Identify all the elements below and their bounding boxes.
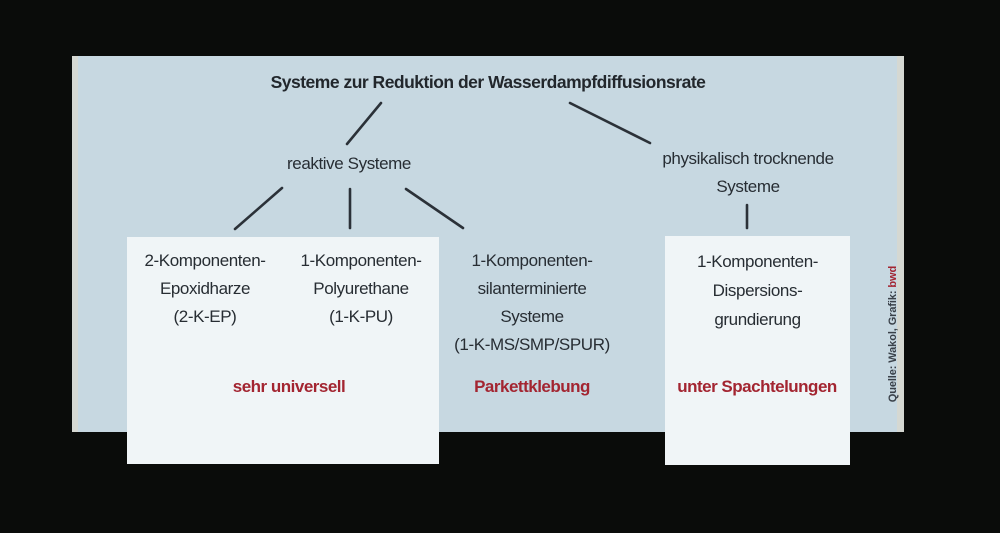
text-line: (1-K-MS/SMP/SPUR): [454, 335, 610, 354]
label-unter-spachtelungen: unter Spachtelungen: [677, 377, 837, 396]
text-line: physikalisch trocknende: [662, 149, 834, 168]
label-sehr-universell: sehr universell: [232, 377, 346, 396]
node-physikalisch-trocknende: physikalisch trocknende Systeme: [662, 145, 834, 201]
label-parkettklebung: Parkettklebung: [474, 377, 590, 396]
credit-brand: bwd: [887, 265, 899, 288]
column-epoxy-resins: 2-Komponenten- Epoxidharze (2-K-EP): [127, 247, 283, 331]
diagram-title: Systeme zur Reduktion der Wasserdampfdif…: [270, 72, 706, 92]
text-line: Polyurethane: [313, 279, 409, 298]
line-reactive-right: [404, 187, 465, 230]
credit-source-text: Quelle: Wakol, Grafik:: [887, 287, 899, 403]
text-line: 2-Komponenten-: [144, 251, 266, 270]
text-line: Systeme: [500, 307, 564, 326]
panel-left-edge: [72, 56, 78, 432]
text-line: Dispersions-: [712, 281, 803, 300]
line-title-to-physical: [568, 101, 652, 145]
text-line: Systeme: [716, 177, 780, 196]
group-silane-systems: 1-Komponenten- silanterminierte Systeme …: [454, 247, 610, 359]
text-line: 1-Komponenten-: [300, 251, 422, 270]
text-line: 1-Komponenten-: [696, 252, 819, 271]
box-dispersion-primer: 1-Komponenten- Dispersions- grundierung: [665, 236, 850, 465]
credit-caption: Quelle: Wakol, Grafik: bwd: [875, 266, 899, 420]
line-reactive-left: [233, 186, 284, 231]
text-line: grundierung: [714, 310, 801, 329]
panel-right-edge: [897, 56, 904, 432]
text-line: (2-K-EP): [173, 307, 237, 326]
text-line: (1-K-PU): [329, 307, 393, 326]
text-line: Epoxidharze: [159, 279, 251, 298]
box-reactive-products: 2-Komponenten- Epoxidharze (2-K-EP) 1-Ko…: [127, 237, 439, 464]
text-line: 1-Komponenten-: [471, 251, 593, 270]
line-title-to-reactive: [345, 101, 383, 146]
column-polyurethanes: 1-Komponenten- Polyurethane (1-K-PU): [283, 247, 439, 331]
text-line: silanterminierte: [477, 279, 587, 298]
diagram-panel: Systeme zur Reduktion der Wasserdampfdif…: [72, 56, 904, 465]
node-reaktive-systeme: reaktive Systeme: [287, 154, 411, 173]
